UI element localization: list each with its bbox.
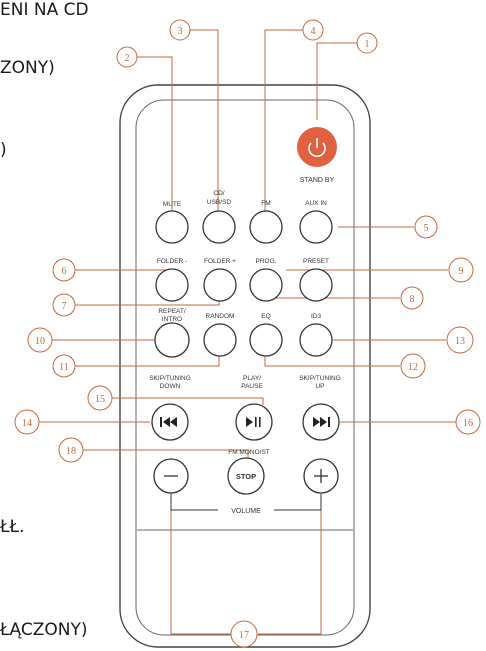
callout-14 xyxy=(14,409,40,435)
callout-number-16: 16 xyxy=(463,418,473,429)
repeat-label: REPEAT/ xyxy=(158,308,186,315)
callout-number-14: 14 xyxy=(22,418,32,429)
preset-button[interactable] xyxy=(299,268,333,302)
callout-number-18: 18 xyxy=(66,446,76,457)
callout-1 xyxy=(356,32,378,54)
power-icon xyxy=(308,138,326,158)
mute-button[interactable] xyxy=(155,210,189,244)
fm-button[interactable] xyxy=(249,210,283,244)
auxin-label: AUX IN xyxy=(305,200,327,207)
volume-bracket xyxy=(170,494,322,511)
skip-up-label-2: UP xyxy=(315,383,324,390)
intro-label: INTRO xyxy=(162,316,182,323)
callout-number-4: 4 xyxy=(311,26,316,37)
callout-11 xyxy=(52,354,76,378)
volume-label: VOLUME xyxy=(231,508,261,515)
callout-number-11: 11 xyxy=(59,362,69,373)
play-pause-button[interactable] xyxy=(235,403,273,441)
usbsd-label: USB/SD xyxy=(207,199,232,206)
skip-forward-icon xyxy=(313,417,330,427)
callout-number-17: 17 xyxy=(239,630,249,641)
callout-8 xyxy=(400,286,424,310)
repeat-intro-button[interactable] xyxy=(154,322,190,358)
doc-text-line-1: ENI NA CD xyxy=(0,0,89,20)
callout-number-10: 10 xyxy=(35,336,45,347)
callout-number-15: 15 xyxy=(95,394,105,405)
folder-minus-label: FOLDER - xyxy=(157,258,187,265)
play-label-2: PAUSE xyxy=(241,383,263,390)
callout-17 xyxy=(230,620,258,648)
callout-15 xyxy=(87,385,113,411)
doc-text-line-3: ) xyxy=(0,140,7,160)
fm-label: FM xyxy=(261,200,270,207)
folder-plus-button[interactable] xyxy=(203,268,237,302)
play-label-1: PLAY/ xyxy=(243,375,261,382)
random-label: RANDOM xyxy=(206,313,235,320)
mute-label: MUTE xyxy=(163,201,182,208)
callout-number-5: 5 xyxy=(424,223,429,234)
prog-label: PROG. xyxy=(256,258,277,265)
callout-number-8: 8 xyxy=(410,294,415,305)
callout-16 xyxy=(455,409,481,435)
prog-button[interactable] xyxy=(249,268,283,302)
id3-label: ID3 xyxy=(311,313,322,320)
skip-down-label-1: SKIP/TUNING xyxy=(149,375,191,382)
preset-label: PRESET xyxy=(303,258,329,265)
callout-6 xyxy=(52,258,76,282)
eq-button[interactable] xyxy=(249,323,283,357)
fm-mono-label: FM MONO/ST xyxy=(228,449,270,456)
plus-icon xyxy=(314,469,328,483)
callout-number-6: 6 xyxy=(62,266,67,277)
callout-lines xyxy=(38,29,456,635)
auxin-button[interactable] xyxy=(299,210,333,244)
callout-number-7: 7 xyxy=(62,301,67,312)
callout-7 xyxy=(52,293,76,317)
skip-back-icon xyxy=(160,417,177,427)
callout-9 xyxy=(448,257,474,283)
skip-down-label-2: DOWN xyxy=(160,383,181,390)
folder-minus-button[interactable] xyxy=(155,268,189,302)
doc-text-line-2: ZONY) xyxy=(0,58,55,78)
random-button[interactable] xyxy=(203,323,237,357)
stop-button[interactable] xyxy=(227,457,265,495)
stop-label: STOP xyxy=(236,472,256,481)
callout-3 xyxy=(169,19,191,41)
standby-label: STAND BY xyxy=(300,177,335,184)
callout-number-3: 3 xyxy=(178,26,183,37)
callout-number-2: 2 xyxy=(125,53,130,64)
callout-12 xyxy=(400,353,426,379)
cd-label: CD/ xyxy=(213,190,224,197)
callout-number-12: 12 xyxy=(408,362,418,373)
folder-plus-label: FOLDER + xyxy=(204,258,236,265)
cd-usbsd-button[interactable] xyxy=(202,210,236,244)
eq-label: EQ xyxy=(261,313,270,320)
play-pause-icon xyxy=(246,417,261,427)
doc-text-line-4: ŁŁ. xyxy=(0,517,25,537)
callout-number-1: 1 xyxy=(365,39,370,50)
callout-18 xyxy=(58,437,84,463)
callout-number-13: 13 xyxy=(455,336,465,347)
skip-up-label-1: SKIP/TUNING xyxy=(299,375,341,382)
id3-button[interactable] xyxy=(299,323,333,357)
callout-2 xyxy=(116,46,138,68)
callout-4 xyxy=(302,19,324,41)
callout-10 xyxy=(27,327,53,353)
callout-number-9: 9 xyxy=(459,266,464,277)
callout-5 xyxy=(414,215,438,239)
doc-text-line-5: ŁĄCZONY) xyxy=(0,620,88,640)
callout-13 xyxy=(446,326,474,354)
